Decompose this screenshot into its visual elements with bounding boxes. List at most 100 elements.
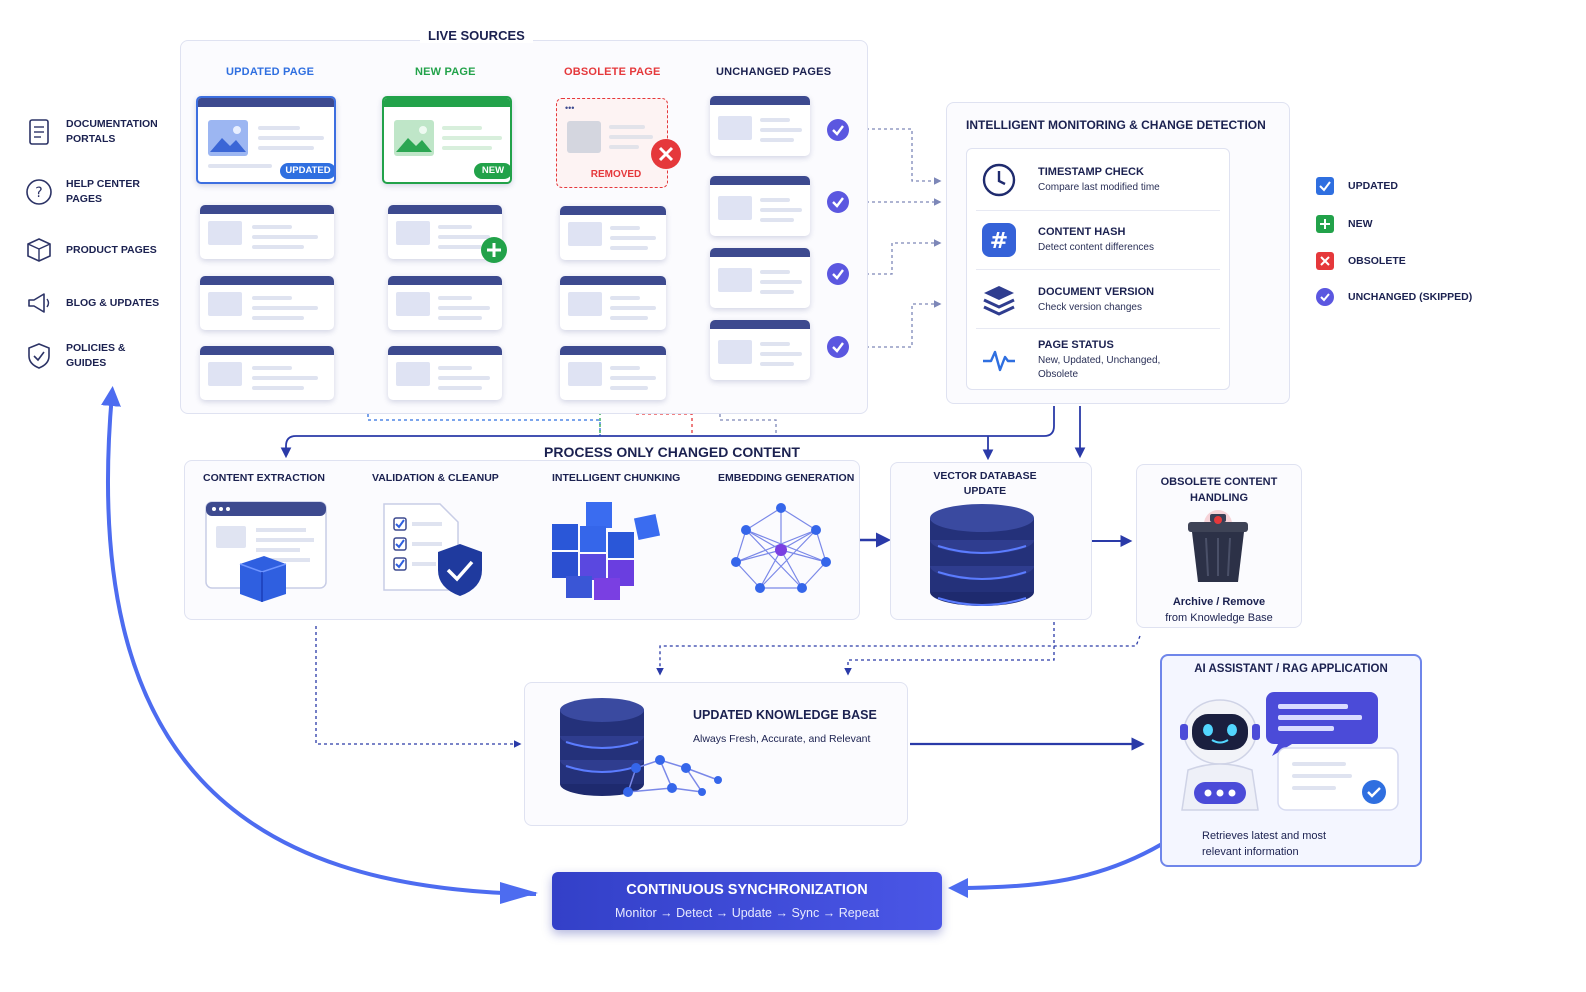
source-type-label: PRODUCT PAGES [66,243,157,256]
legend-unchanged: UNCHANGED (SKIPPED) [1316,288,1472,306]
legend-new: NEW [1316,215,1373,233]
obsolete-handling-title-line2: HANDLING [1189,492,1249,504]
trash-bin-icon [1188,510,1248,582]
page-status-desc-2: Obsolete [1038,368,1079,380]
add-icon [481,237,507,263]
obsolete-page-card[interactable]: ••• REMOVED [556,98,668,188]
source-type-label: HELP CENTER PAGES [66,178,140,205]
source-type-label: DOCUMENTATION PORTALS [66,118,158,145]
source-type-product: PRODUCT PAGES [24,235,166,265]
obsolete-handling-desc-line2: from Knowledge Base [1165,612,1273,624]
knowledge-base-title: UPDATED KNOWLEDGE BASE [693,708,877,722]
obsolete-x-icon [1316,252,1334,270]
updated-page-heading: UPDATED PAGE [226,66,315,78]
document-version-desc: Check version changes [1038,301,1142,313]
legend-label: UPDATED [1348,180,1398,192]
stage-content-extraction-label: CONTENT EXTRACTION [203,472,325,484]
timestamp-check-title: TIMESTAMP CHECK [1038,165,1144,178]
unchanged-page-card[interactable] [710,320,810,380]
unchanged-page-card[interactable] [710,176,810,236]
updated-page-card[interactable]: UPDATED [196,96,336,184]
new-page-heading: NEW PAGE [415,66,476,78]
source-type-label: POLICIES & GUIDES [66,342,126,369]
page-card[interactable] [200,205,334,259]
source-type-policies: POLICIES & GUIDES [24,341,166,371]
vector-db-title: VECTOR DATABASE UPDATE [890,469,1080,499]
ai-assistant-desc-line1: Retrieves latest and most [1202,830,1327,842]
chunking-cubes-icon [552,502,661,600]
embedding-network-icon [731,503,831,593]
obsolete-page-heading: OBSOLETE PAGE [564,66,661,78]
legend-label: OBSOLETE [1348,255,1406,267]
vector-db-title-line2: UPDATE [963,485,1007,497]
svg-text:?: ? [35,185,42,201]
database-icon [930,504,1034,606]
hash-icon: # [982,223,1016,257]
timestamp-check-desc: Compare last modified time [1038,181,1160,193]
check-circle-icon [827,119,849,141]
stage-validation-label: VALIDATION & CLEANUP [372,472,499,484]
document-icon [29,119,49,145]
knowledge-base-icon [560,698,722,797]
check-circle-icon [827,191,849,213]
unchanged-check-icon [1316,288,1334,306]
help-icon: ? [26,179,52,205]
document-version-row: DOCUMENT VERSION Check version changes [976,272,1220,328]
ai-assistant-desc: Retrieves latest and most relevant infor… [1202,828,1326,860]
browser-extraction-icon [205,501,327,602]
unchanged-page-card[interactable] [710,96,810,156]
pipeline-title: PROCESS ONLY CHANGED CONTENT [536,444,808,460]
source-type-help-center: ? HELP CENTER PAGES [24,177,166,207]
content-hash-desc: Detect content differences [1038,241,1154,253]
page-card[interactable] [388,276,502,330]
continuous-sync-banner [552,872,942,930]
new-page-card[interactable]: NEW [382,96,512,184]
legend-label: UNCHANGED (SKIPPED) [1348,291,1473,303]
source-type-documentation: DOCUMENTATION PORTALS [24,117,166,147]
document-version-title: DOCUMENT VERSION [1038,285,1155,298]
content-hash-title: CONTENT HASH [1038,225,1126,238]
validation-checklist-icon [383,503,482,596]
page-card[interactable] [200,346,334,400]
removed-label: REMOVED [590,169,642,180]
vector-db-title-line1: VECTOR DATABASE [933,470,1037,482]
page-card[interactable] [560,206,666,260]
new-badge: NEW [474,163,510,179]
unchanged-pages-heading: UNCHANGED PAGES [716,66,832,78]
legend-obsolete: OBSOLETE [1316,252,1406,270]
megaphone-icon [28,293,50,313]
continuous-sync-title: CONTINUOUS SYNCHRONIZATION [626,882,868,898]
legend-label: NEW [1348,218,1373,230]
content-hash-row: # CONTENT HASH Detect content differences [976,212,1220,268]
page-card[interactable] [388,346,502,400]
stage-chunking-label: INTELLIGENT CHUNKING [552,472,681,484]
svg-text:#: # [990,229,1008,254]
ai-robot-icon [1180,692,1399,811]
check-circle-icon [827,336,849,358]
source-type-label: BLOG & UPDATES [66,296,160,309]
timestamp-check-row: TIMESTAMP CHECK Compare last modified tim… [976,152,1220,208]
image-icon [394,120,434,156]
obsolete-handling-title-line1: OBSOLETE CONTENT [1160,476,1278,488]
page-status-desc: New, Updated, Unchanged, [1038,354,1161,366]
updated-badge: UPDATED [280,163,334,179]
page-card[interactable] [560,276,666,330]
obsolete-handling-desc: Archive / Remove from Knowledge Base [1136,594,1302,626]
check-circle-icon [827,263,849,285]
page-card[interactable] [200,276,334,330]
live-sources-title: LIVE SOURCES [420,28,533,43]
stage-embedding-label: EMBEDDING GENERATION [718,472,855,484]
unchanged-page-card[interactable] [710,248,810,308]
source-type-blog: BLOG & UPDATES [24,288,166,318]
clock-icon [982,163,1016,197]
pulse-icon [983,350,1015,372]
image-icon [208,120,248,156]
continuous-sync-subtitle: Monitor → Detect → Update → Sync → Repea… [615,906,879,920]
knowledge-base-subtitle: Always Fresh, Accurate, and Relevant [693,733,871,745]
page-card[interactable] [560,346,666,400]
legend-updated: UPDATED [1316,177,1398,195]
layers-icon [983,286,1015,316]
obsolete-handling-title: OBSOLETE CONTENT HANDLING [1136,474,1302,506]
